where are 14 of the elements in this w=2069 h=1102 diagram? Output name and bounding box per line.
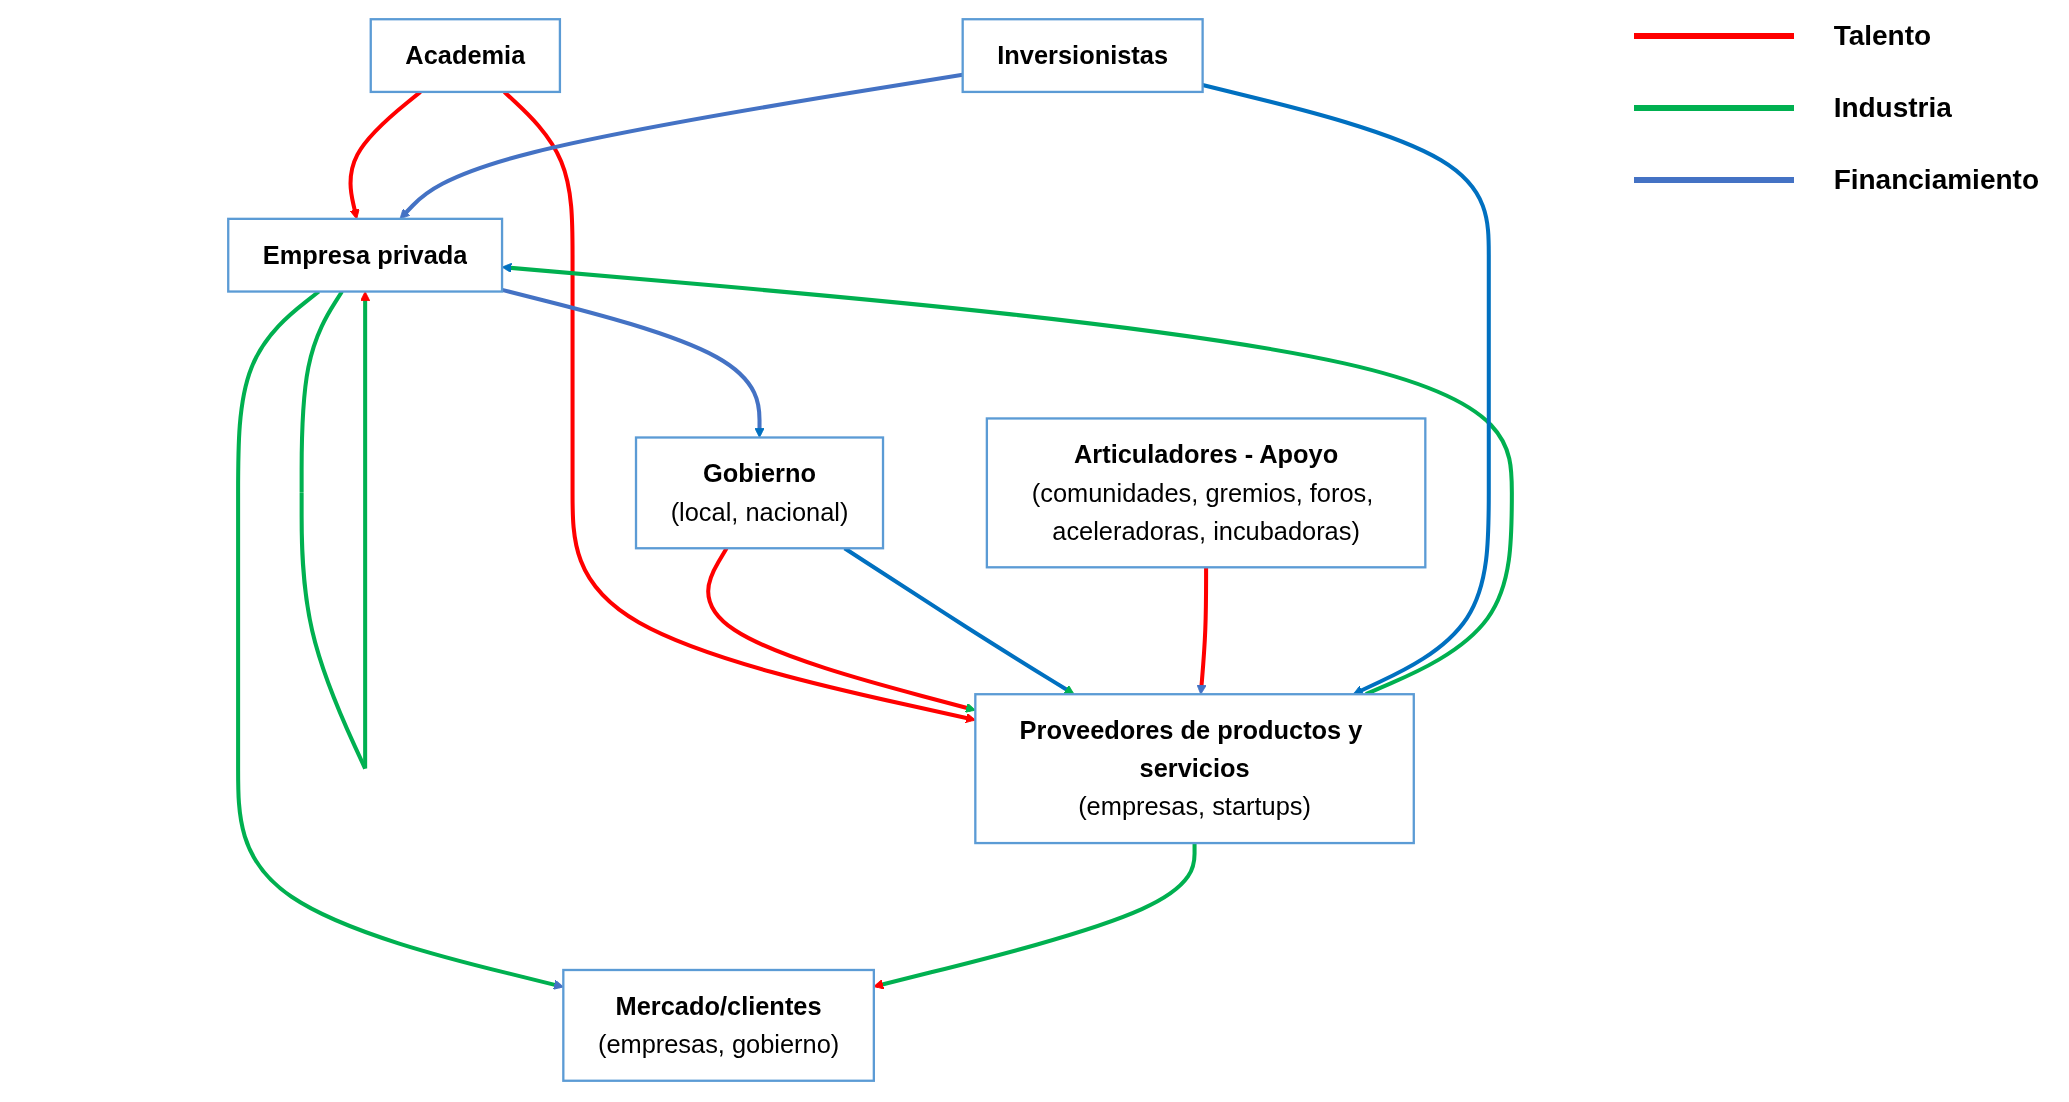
legend-label: Talento — [1833, 20, 1932, 52]
node-box: Inversionistas — [961, 18, 1204, 94]
arrow — [1202, 83, 1491, 695]
legend-label: Financiamiento — [1833, 164, 2039, 196]
legend-label: Industria — [1833, 92, 1952, 124]
arrow — [501, 287, 765, 438]
arrow — [873, 843, 1197, 990]
node-box: Mercado/clientes (empresas, gobierno) — [562, 968, 875, 1082]
node-box: Empresa privada — [227, 217, 504, 293]
arrow — [1196, 567, 1209, 695]
node-box: Academia — [369, 18, 562, 94]
node-box: Gobierno (local, nacional) — [634, 436, 885, 550]
node-box: Proveedores de productos y servicios (empresas, startups) — [974, 693, 1415, 845]
node-box: Articuladores - Apoyo (comunidades, gremios, foros, aceleradoras, incubadoras) — [985, 417, 1427, 569]
